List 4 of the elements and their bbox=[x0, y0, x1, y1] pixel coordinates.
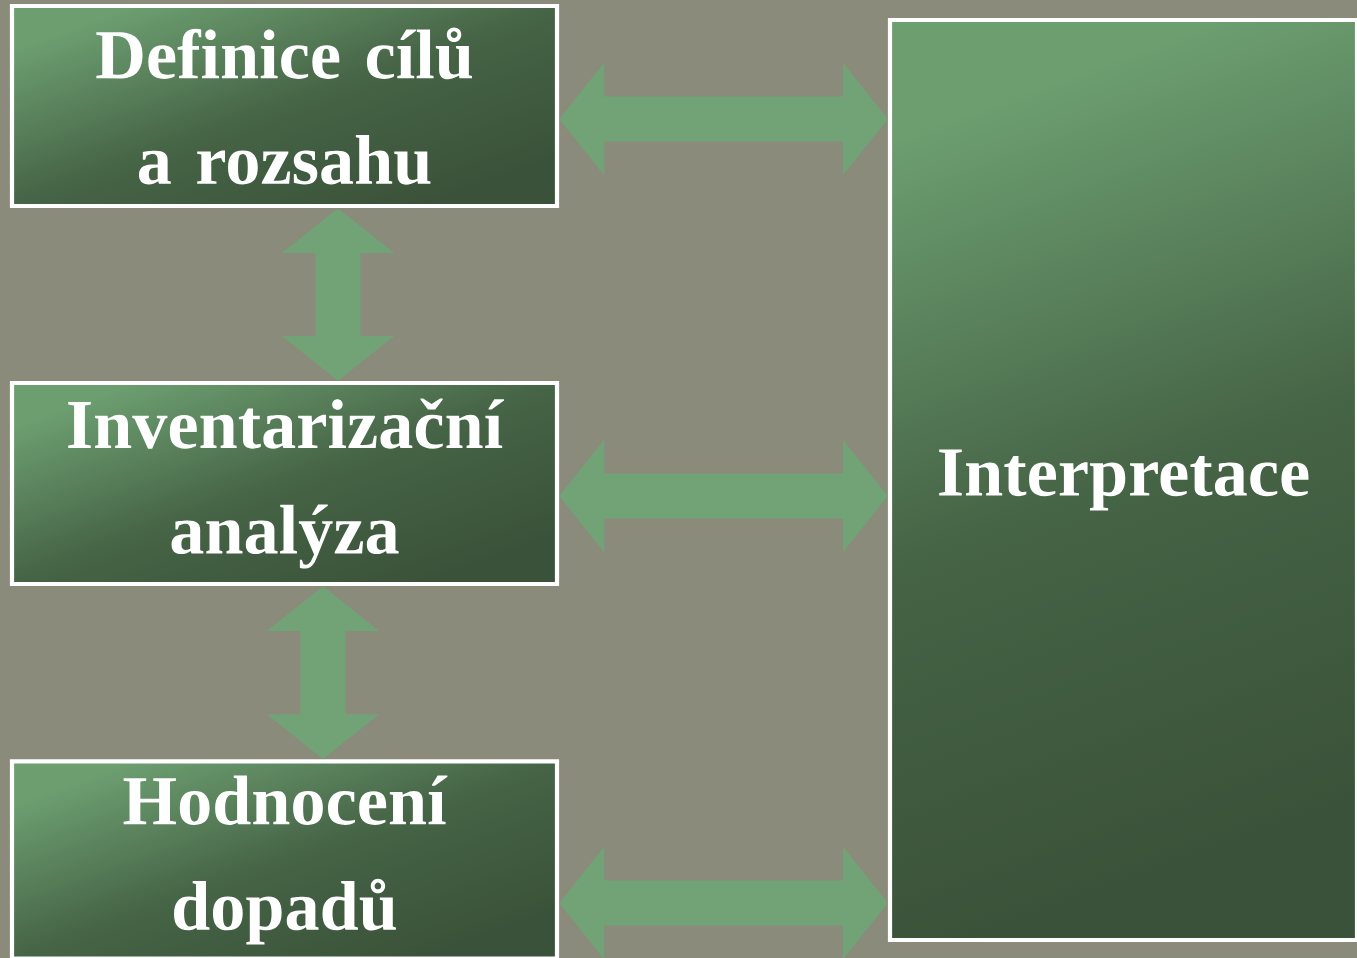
process-box: Definice cílů a rozsahu bbox=[9, 3, 560, 209]
process-box: Interpretace bbox=[887, 17, 1357, 943]
process-box: Inventarizační analýza bbox=[9, 380, 560, 587]
process-box: Hodnocení dopadů bbox=[9, 759, 560, 958]
